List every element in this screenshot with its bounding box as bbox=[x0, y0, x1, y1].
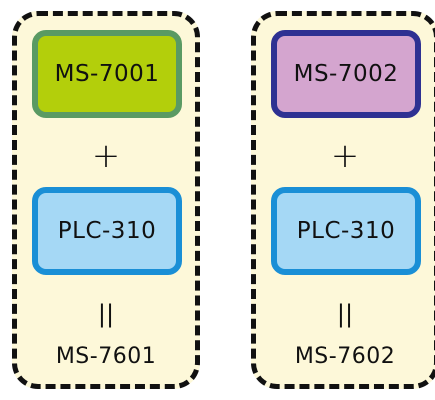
combo-group-right: MS-7002 + PLC-310 || MS-7602 bbox=[251, 11, 435, 389]
module-box-plc-310: PLC-310 bbox=[271, 187, 421, 275]
module-box-plc-310: PLC-310 bbox=[32, 187, 182, 275]
result-label: MS-7601 bbox=[55, 343, 157, 369]
equals-operator: || bbox=[97, 300, 115, 328]
plus-operator: + bbox=[91, 136, 121, 176]
plus-operator: + bbox=[330, 136, 360, 176]
result-label: MS-7602 bbox=[294, 343, 396, 369]
module-box-ms-7002: MS-7002 bbox=[271, 30, 421, 118]
module-box-ms-7001: MS-7001 bbox=[32, 30, 182, 118]
equals-operator: || bbox=[336, 300, 354, 328]
combo-group-left: MS-7001 + PLC-310 || MS-7601 bbox=[12, 11, 200, 389]
